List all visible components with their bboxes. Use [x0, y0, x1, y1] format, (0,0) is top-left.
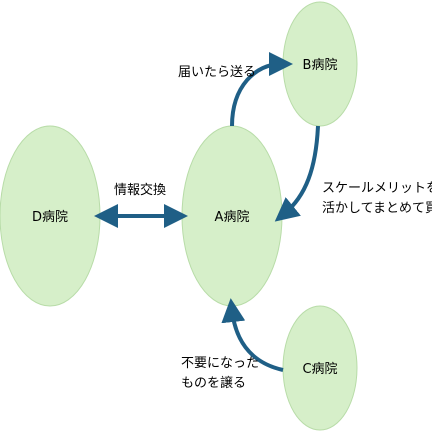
node-a: A病院 — [181, 125, 283, 307]
node-d: D病院 — [0, 125, 101, 307]
edge-b-to-a-label-line1: スケールメリットを — [322, 181, 432, 196]
edge-b-to-a-label-line2: 活かしてまとめて買う — [322, 201, 432, 216]
node-b: B病院 — [282, 1, 358, 127]
edge-c-to-a-label-line2: ものを譲る — [181, 375, 246, 391]
node-b-label: B病院 — [303, 58, 338, 73]
node-c-label: C病院 — [302, 362, 337, 377]
edge-a-to-b-arrow — [230, 52, 293, 127]
edge-c-to-a-label-line1: 不要になった — [181, 356, 259, 371]
node-c: C病院 — [282, 305, 358, 431]
node-a-label: A病院 — [215, 210, 250, 225]
edge-a-d-label: 情報交換 — [114, 182, 166, 198]
edge-b-to-a-arrow — [274, 125, 320, 222]
edge-c-to-a-arrow — [221, 298, 284, 372]
edge-a-to-b-label: 届いたら送る — [178, 65, 256, 80]
node-d-label: D病院 — [32, 210, 68, 225]
